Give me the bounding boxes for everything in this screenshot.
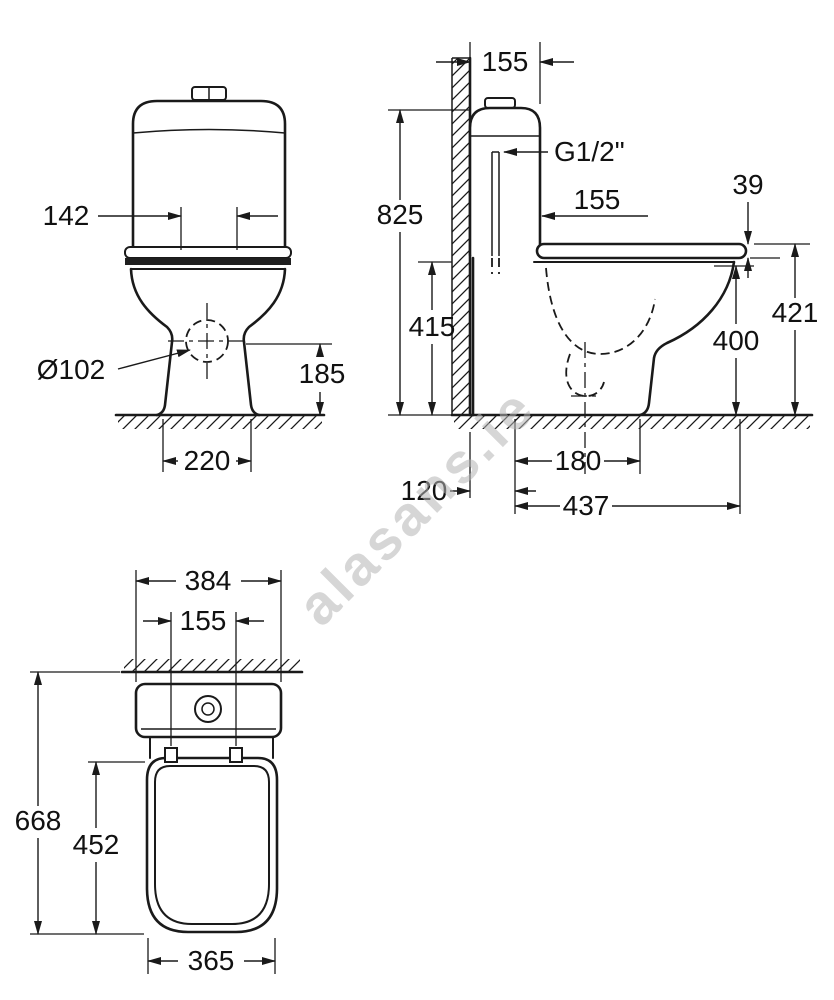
dim-bowl-width-label: 365 xyxy=(188,945,235,976)
dim-seat-top-height-label: 421 xyxy=(772,297,819,328)
cistern-side xyxy=(468,106,542,257)
front-view: 142 Ø102 185 220 xyxy=(37,86,346,476)
fixing-hole-left xyxy=(164,747,178,763)
dim-outlet-offset-label: 180 xyxy=(555,445,602,476)
dim-outlet-height-label: 185 xyxy=(299,358,346,389)
dim-supply-connection-label: G1/2" xyxy=(554,136,625,167)
fixing-hole-right xyxy=(229,747,243,763)
plan-view: 384 155 668 452 365 xyxy=(15,565,304,976)
bowl-front-left xyxy=(129,267,174,417)
bowl-inner-dashed xyxy=(545,267,656,355)
front-outlet-marking xyxy=(168,303,246,381)
bowl-side-front xyxy=(638,260,736,417)
dim-seat-profile-height-label: 39 xyxy=(732,169,763,200)
flush-button-plan xyxy=(194,695,222,723)
dim-base-width-label: 220 xyxy=(184,445,231,476)
cistern-front xyxy=(131,99,287,254)
seat-band xyxy=(125,258,291,265)
dim-rim-back-height-label: 415 xyxy=(409,311,456,342)
front-dimensions xyxy=(98,207,332,472)
flush-button-side xyxy=(484,97,516,109)
dim-bowl-projection-label: 437 xyxy=(563,490,610,521)
side-outline xyxy=(450,56,814,474)
ground-hatch-front xyxy=(118,416,322,429)
plan-dimensions xyxy=(30,570,282,974)
dim-cistern-depth-label: 155 xyxy=(482,46,529,77)
seat-side xyxy=(535,242,748,260)
wall-hatch xyxy=(452,58,470,415)
dim-bowl-height-label: 400 xyxy=(713,325,760,356)
dim-fixing-hole-spacing-label: 142 xyxy=(43,200,90,231)
dim-overall-depth-label: 668 xyxy=(15,805,62,836)
plan-outline xyxy=(120,659,304,934)
seat-plan-outer xyxy=(145,756,279,934)
side-dimensions xyxy=(388,42,810,514)
bowl-front-right xyxy=(242,267,287,417)
dim-outlet-diameter-label: Ø102 xyxy=(37,354,106,385)
dim-supply-offset-label: 155 xyxy=(574,184,621,215)
dim-bowl-length-label: 452 xyxy=(73,829,120,860)
seat-front xyxy=(124,246,292,259)
dim-total-height-label: 825 xyxy=(377,199,424,230)
seat-plan-inner xyxy=(154,765,270,925)
side-view: 155 G1/2" 155 39 825 415 400 421 180 120… xyxy=(377,42,819,521)
trap-dashed xyxy=(565,353,605,397)
ground-hatch-side xyxy=(454,416,810,429)
cistern-lid-line xyxy=(132,128,286,134)
front-outline xyxy=(114,86,326,429)
dim-cistern-width-label: 384 xyxy=(185,565,232,596)
dim-plan-hole-spacing-label: 155 xyxy=(180,605,227,636)
dim-wall-clearance-label: 120 xyxy=(401,475,448,506)
wall-hatch-plan xyxy=(124,659,300,672)
